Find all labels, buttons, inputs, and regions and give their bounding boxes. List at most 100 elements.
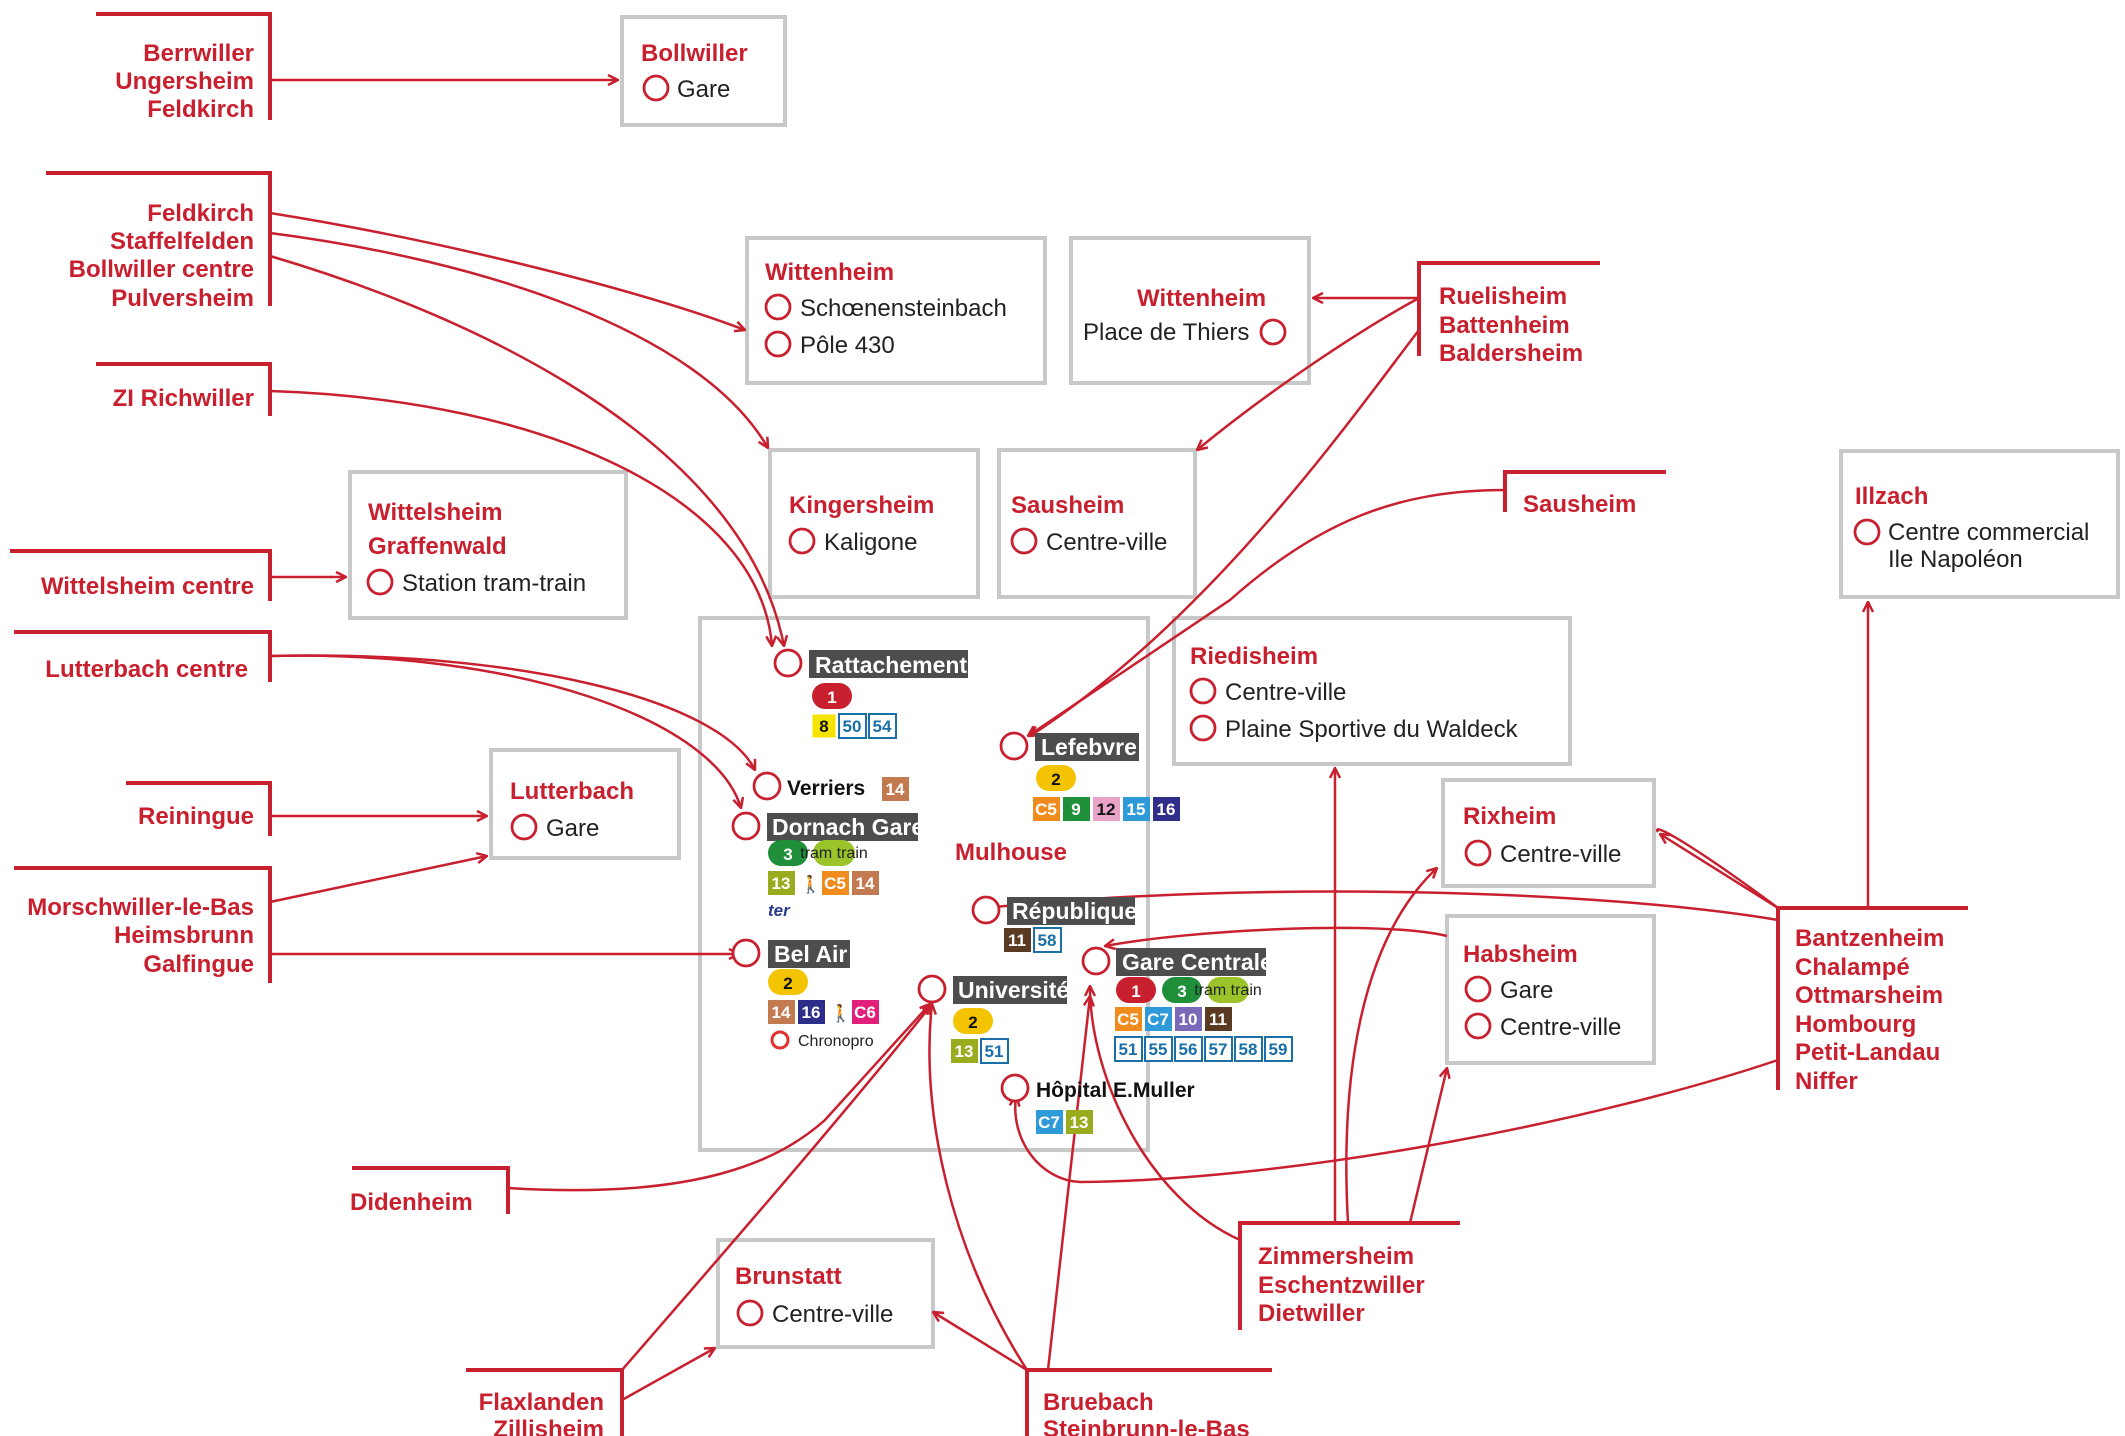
svg-text:C5: C5 bbox=[824, 874, 846, 893]
svg-text:Verriers: Verriers bbox=[787, 777, 865, 800]
svg-text:58: 58 bbox=[1038, 931, 1057, 950]
svg-text:Lutterbach centre: Lutterbach centre bbox=[45, 656, 248, 683]
svg-text:1: 1 bbox=[827, 688, 836, 707]
svg-text:10: 10 bbox=[1179, 1010, 1198, 1029]
svg-text:Bantzenheim: Bantzenheim bbox=[1795, 925, 1944, 952]
svg-text:2: 2 bbox=[783, 974, 792, 993]
svg-text:Baldersheim: Baldersheim bbox=[1439, 340, 1583, 367]
svg-text:16: 16 bbox=[802, 1003, 821, 1022]
origin-wittelsheim-centre: Wittelsheim centre bbox=[10, 549, 272, 601]
svg-text:9: 9 bbox=[1071, 800, 1080, 819]
svg-text:Ungersheim: Ungersheim bbox=[115, 68, 254, 95]
svg-text:13: 13 bbox=[1070, 1113, 1089, 1132]
svg-text:Bollwiller centre: Bollwiller centre bbox=[69, 256, 254, 283]
svg-text:C7: C7 bbox=[1147, 1010, 1169, 1029]
stop-circle-icon bbox=[642, 74, 670, 102]
stop-circle-icon bbox=[1259, 318, 1287, 346]
destination-wittenheim-1: Wittenheim Schœnensteinbach Pôle 430 bbox=[745, 236, 1047, 385]
svg-text:tram train: tram train bbox=[800, 845, 868, 862]
stop-circle-icon bbox=[1464, 839, 1492, 867]
svg-text:13: 13 bbox=[955, 1042, 974, 1061]
svg-text:59: 59 bbox=[1269, 1040, 1288, 1059]
svg-text:Bel Air: Bel Air bbox=[774, 941, 847, 967]
ter-logo: ter bbox=[768, 901, 791, 920]
origin-zimmersheim: Zimmersheim Eschentzwiller Dietwiller bbox=[1238, 1221, 1460, 1330]
stop-circle-icon bbox=[1010, 527, 1038, 555]
hub-hopital-muller: Hôpital E.Muller C7 13 bbox=[1000, 1073, 1195, 1134]
svg-text:Gare: Gare bbox=[1500, 977, 1553, 1004]
origin-lutterbach-centre: Lutterbach centre bbox=[14, 630, 272, 683]
svg-text:Illzach: Illzach bbox=[1855, 483, 1928, 510]
svg-text:Station tram-train: Station tram-train bbox=[402, 570, 586, 597]
svg-text:Schœnensteinbach: Schœnensteinbach bbox=[800, 295, 1007, 322]
hub-dornach-gare: Dornach Gare 3 tram train 13 🚶 C5 14 ter bbox=[731, 811, 924, 920]
svg-text:tram train: tram train bbox=[1194, 982, 1262, 999]
svg-text:Pulversheim: Pulversheim bbox=[111, 285, 254, 312]
hub-gare-centrale: Gare Centrale 1 3 tram train C5 C7 10 11… bbox=[1081, 946, 1293, 1062]
svg-text:Centre-ville: Centre-ville bbox=[1500, 1014, 1621, 1041]
destination-wittelsheim: Wittelsheim Graffenwald Station tram-tra… bbox=[348, 470, 628, 620]
svg-text:Pôle 430: Pôle 430 bbox=[800, 332, 895, 359]
svg-text:51: 51 bbox=[985, 1042, 1004, 1061]
svg-text:Lefebvre: Lefebvre bbox=[1041, 734, 1137, 760]
mulhouse-label: Mulhouse bbox=[955, 839, 1067, 866]
origin-berrwiller: Berrwiller Ungersheim Feldkirch bbox=[96, 12, 272, 123]
svg-text:2: 2 bbox=[968, 1013, 977, 1032]
destination-sausheim: Sausheim Centre-ville bbox=[997, 448, 1197, 599]
svg-text:Rixheim: Rixheim bbox=[1463, 803, 1556, 830]
hub-rattachement: Rattachement 1 8 50 54 bbox=[773, 648, 968, 739]
stop-circle-icon bbox=[1189, 677, 1217, 705]
svg-text:16: 16 bbox=[1157, 800, 1176, 819]
destination-habsheim: Habsheim Gare Centre-ville bbox=[1445, 914, 1656, 1065]
destination-illzach: Illzach Centre commercial Ile Napoléon bbox=[1839, 449, 2120, 599]
destination-bollwiller: Bollwiller Gare bbox=[620, 15, 787, 127]
svg-text:Université: Université bbox=[958, 977, 1069, 1003]
svg-text:Lutterbach: Lutterbach bbox=[510, 778, 634, 805]
origin-bantzenheim: Bantzenheim Chalampé Ottmarsheim Hombour… bbox=[1776, 906, 1968, 1095]
svg-text:Wittelsheim centre: Wittelsheim centre bbox=[41, 573, 254, 600]
svg-text:3: 3 bbox=[783, 845, 792, 864]
svg-text:Battenheim: Battenheim bbox=[1439, 312, 1570, 339]
svg-text:Dietwiller: Dietwiller bbox=[1258, 1300, 1365, 1327]
svg-text:58: 58 bbox=[1239, 1040, 1258, 1059]
destination-rixheim: Rixheim Centre-ville bbox=[1441, 778, 1656, 888]
svg-text:1: 1 bbox=[1131, 982, 1140, 1001]
origin-sausheim: Sausheim bbox=[1503, 470, 1666, 518]
svg-text:14: 14 bbox=[886, 780, 905, 799]
svg-text:Eschentzwiller: Eschentzwiller bbox=[1258, 1272, 1425, 1299]
stop-circle-icon bbox=[1464, 1012, 1492, 1040]
svg-text:Zillisheim: Zillisheim bbox=[493, 1416, 604, 1436]
svg-text:Centre-ville: Centre-ville bbox=[1046, 529, 1167, 556]
svg-text:51: 51 bbox=[1119, 1040, 1138, 1059]
svg-text:Galfingue: Galfingue bbox=[143, 951, 254, 978]
svg-text:Place de Thiers: Place de Thiers bbox=[1083, 319, 1249, 346]
svg-text:12: 12 bbox=[1097, 800, 1116, 819]
svg-text:Hôpital E.Muller: Hôpital E.Muller bbox=[1036, 1079, 1195, 1102]
svg-text:Didenheim: Didenheim bbox=[350, 1189, 473, 1216]
svg-text:Ottmarsheim: Ottmarsheim bbox=[1795, 982, 1943, 1009]
svg-text:Feldkirch: Feldkirch bbox=[147, 96, 254, 123]
svg-text:Graffenwald: Graffenwald bbox=[368, 533, 507, 560]
destination-riedisheim: Riedisheim Centre-ville Plaine Sportive … bbox=[1172, 616, 1572, 766]
svg-text:Wittenheim: Wittenheim bbox=[765, 259, 894, 286]
svg-text:15: 15 bbox=[1127, 800, 1146, 819]
destination-brunstatt: Brunstatt Centre-ville bbox=[716, 1238, 935, 1349]
svg-text:C5: C5 bbox=[1117, 1010, 1139, 1029]
stop-circle-icon bbox=[788, 527, 816, 555]
origin-reiningue: Reiningue bbox=[126, 781, 272, 836]
svg-text:C7: C7 bbox=[1038, 1113, 1060, 1132]
origin-bruebach: Bruebach Steinbrunn-le-Bas bbox=[1025, 1368, 1272, 1436]
hub-republique: République 11 58 bbox=[971, 895, 1137, 953]
svg-text:11: 11 bbox=[1209, 1010, 1227, 1029]
svg-text:3: 3 bbox=[1177, 982, 1186, 1001]
stop-circle-icon bbox=[1853, 518, 1881, 546]
svg-text:Hombourg: Hombourg bbox=[1795, 1011, 1916, 1038]
svg-text:Wittenheim: Wittenheim bbox=[1137, 285, 1266, 312]
svg-text:50: 50 bbox=[843, 717, 862, 736]
hub-universite: Université 2 13 51 bbox=[917, 974, 1069, 1064]
svg-text:Morschwiller-le-Bas: Morschwiller-le-Bas bbox=[27, 894, 254, 921]
svg-text:C5: C5 bbox=[1035, 800, 1057, 819]
svg-text:Centre-ville: Centre-ville bbox=[1500, 841, 1621, 868]
svg-text:C6: C6 bbox=[854, 1003, 876, 1022]
